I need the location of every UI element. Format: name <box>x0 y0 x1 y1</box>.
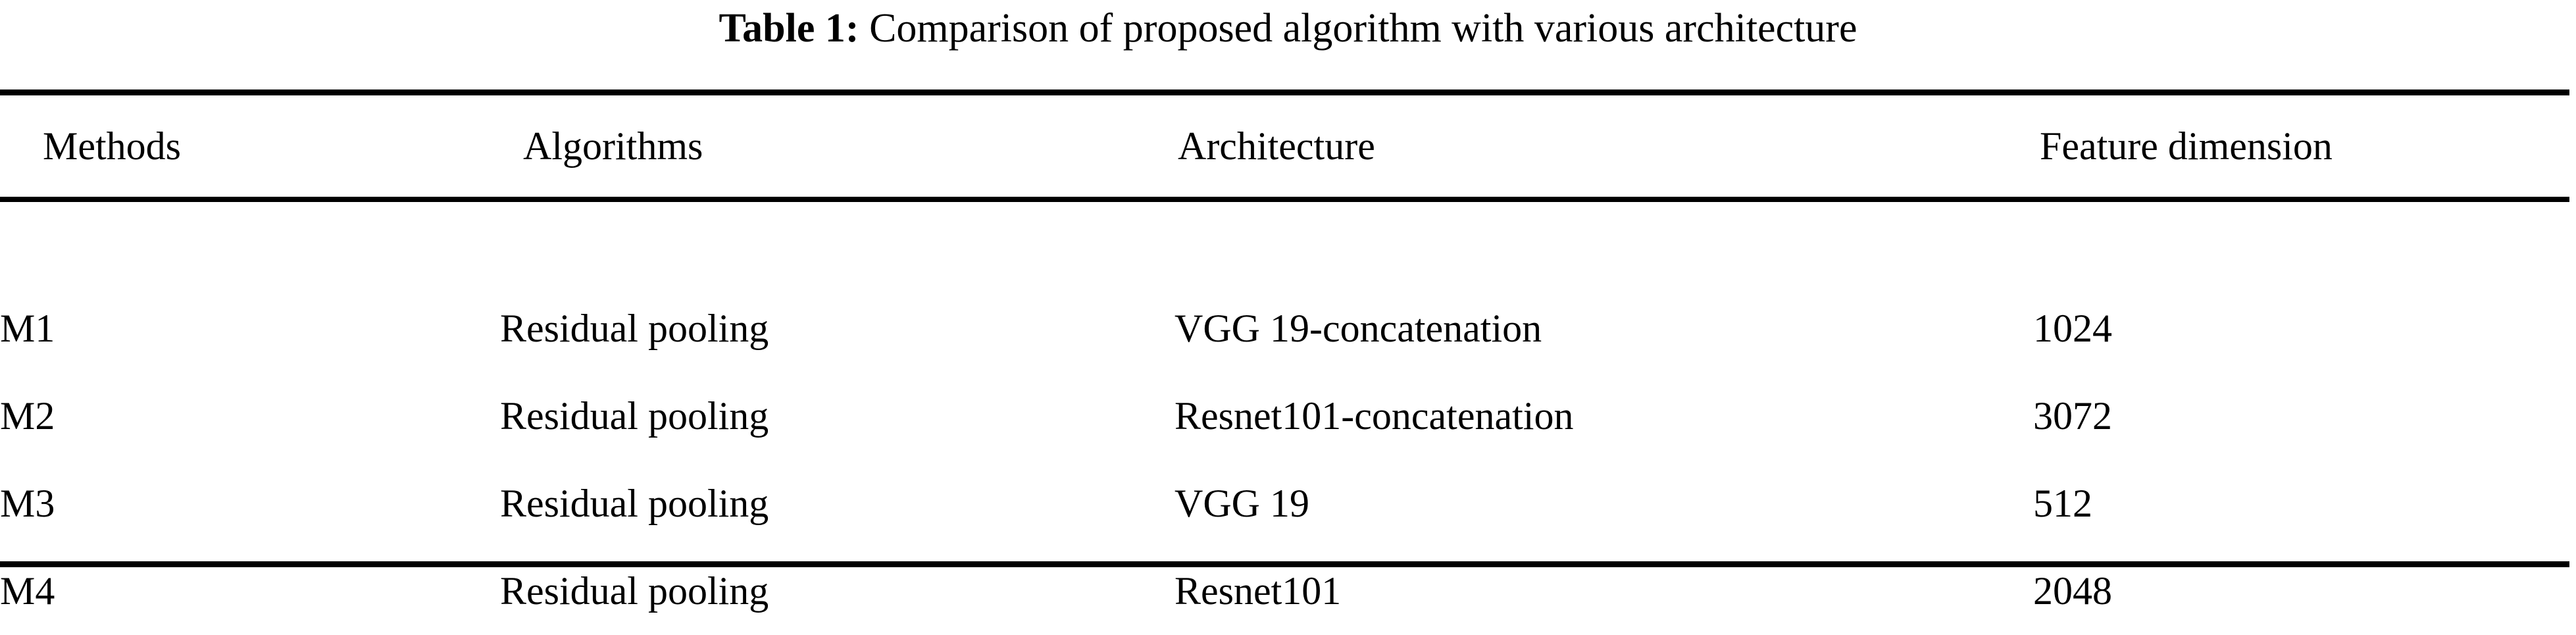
column-header-methods: Methods <box>43 124 181 168</box>
spacer-cell <box>1174 197 2033 285</box>
table-caption: Table 1: Comparison of proposed algorith… <box>0 4 2576 53</box>
table-figure: Table 1: Comparison of proposed algorith… <box>0 4 2576 613</box>
cell-feature-dimension: 512 <box>2033 482 2092 525</box>
comparison-table: Methods Algorithms Architecture Feature … <box>0 95 2569 635</box>
table-caption-text: Comparison of proposed algorithm with va… <box>869 6 1857 51</box>
cell-methods: M2 <box>0 394 55 438</box>
cell-feature-dimension: 1024 <box>2033 307 2112 350</box>
cell-methods: M1 <box>0 307 55 350</box>
table-header-rule <box>0 197 2569 202</box>
cell-architecture: VGG 19 <box>1174 482 1309 525</box>
spacer-cell <box>0 197 500 285</box>
cell-algorithms: Residual pooling <box>500 394 769 438</box>
cell-feature-dimension: 2048 <box>2033 569 2112 613</box>
column-header-architecture: Architecture <box>1178 124 1375 168</box>
column-header-algorithms: Algorithms <box>523 124 703 168</box>
table-row: M3 Residual pooling VGG 19 512 <box>0 460 2569 547</box>
cell-methods: M3 <box>0 482 55 525</box>
table-row: M4 Residual pooling Resnet101 2048 <box>0 547 2569 635</box>
table-body-spacer <box>0 197 2569 285</box>
table-header: Methods Algorithms Architecture Feature … <box>0 95 2569 197</box>
table-row: M1 Residual pooling VGG 19-concatenation… <box>0 285 2569 372</box>
table-caption-label: Table 1: <box>719 6 859 51</box>
column-header-feature-dimension: Feature dimension <box>2040 124 2333 168</box>
spacer-cell <box>2033 197 2569 285</box>
spacer-cell <box>500 197 1174 285</box>
table-row: M2 Residual pooling Resnet101-concatenat… <box>0 372 2569 460</box>
cell-methods: M4 <box>0 569 55 613</box>
cell-architecture: Resnet101 <box>1174 569 1342 613</box>
table-header-row: Methods Algorithms Architecture Feature … <box>0 95 2569 197</box>
table-top-rule <box>0 89 2569 95</box>
cell-algorithms: Residual pooling <box>500 569 769 613</box>
cell-algorithms: Residual pooling <box>500 482 769 525</box>
cell-architecture: VGG 19-concatenation <box>1174 307 1542 350</box>
cell-feature-dimension: 3072 <box>2033 394 2112 438</box>
table-bottom-rule <box>0 561 2569 567</box>
cell-algorithms: Residual pooling <box>500 307 769 350</box>
cell-architecture: Resnet101-concatenation <box>1174 394 1574 438</box>
table-body: M1 Residual pooling VGG 19-concatenation… <box>0 197 2569 635</box>
